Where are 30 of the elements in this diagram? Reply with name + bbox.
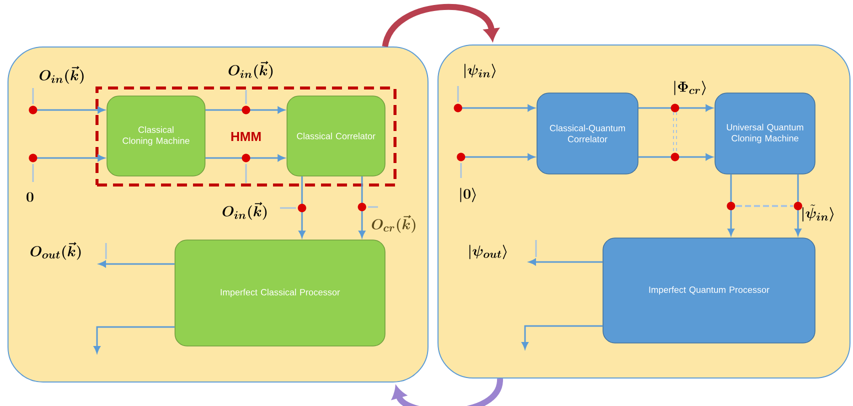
signal-label: $\boldsymbol{\lvert\psi_{in}\rangle}$ [464, 64, 496, 78]
arrow [728, 174, 734, 236]
signal-label: $\boldsymbol{\lvert\tilde{\psi}_{in}\rangle}$ [802, 204, 834, 222]
arrow [205, 106, 285, 114]
arrow [98, 260, 175, 268]
arrow [94, 326, 175, 354]
signal-label: $\boldsymbol{\lvert\psi_{out}\rangle}$ [469, 244, 507, 260]
signal-label: $\boldsymbol{O_{in}(\vec{k})}$ [222, 202, 267, 220]
curved-arrow [382, 4, 498, 48]
arrow [638, 154, 713, 160]
arrow [528, 258, 603, 266]
signal-label: $\boldsymbol{O_{out}(\vec{k})}$ [30, 242, 81, 260]
signal-label: $\boldsymbol{O_{in}(\vec{k})}$ [40, 66, 84, 84]
arrow [298, 176, 306, 238]
process-box: Classical Cloning Machine [106, 96, 206, 176]
signal-label: $\boldsymbol{O_{in}(\vec{k})}$ [228, 61, 273, 79]
arrow [638, 104, 713, 112]
process-box: Imperfect Quantum Processor [602, 238, 816, 344]
signal-label: $\boldsymbol{\lvert 0\rangle}$ [460, 188, 476, 202]
process-box: Universal Quantum Cloning Machine [714, 92, 816, 174]
arrow [522, 325, 603, 350]
arrow [358, 176, 366, 238]
signal-label: $\boldsymbol{O_{cr}(\vec{k})}$ [372, 215, 416, 233]
signal-label: $\boldsymbol{0}$ [26, 192, 34, 202]
arrow [205, 154, 285, 162]
process-box: Classical Correlator [286, 96, 386, 176]
arrow [794, 174, 802, 236]
process-box: Classical-Quantum Correlator [536, 92, 638, 174]
signal-label: $\boldsymbol{\lvert\Phi_{cr}\rangle}$ [674, 80, 706, 96]
process-box: Imperfect Classical Processor [174, 240, 386, 346]
